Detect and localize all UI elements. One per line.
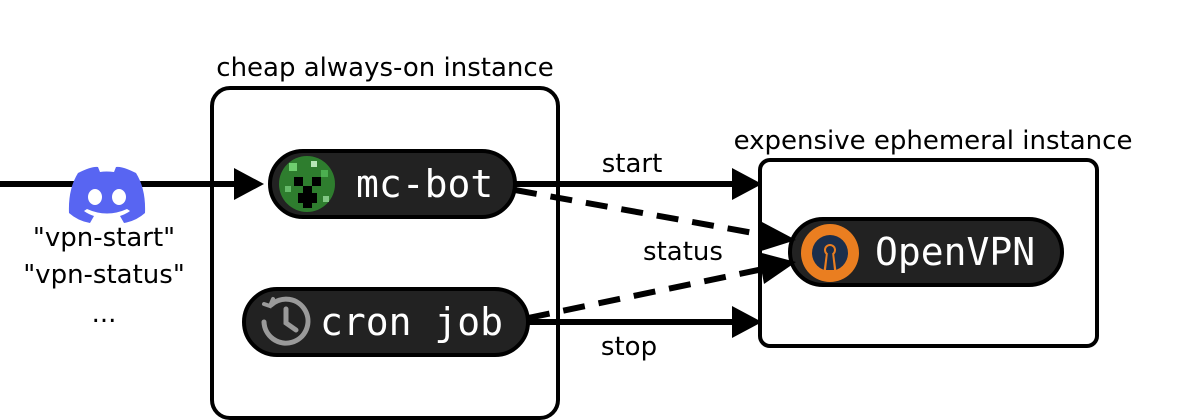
openvpn-label: OpenVPN (875, 230, 1035, 274)
stop-arrow (528, 306, 762, 338)
cheap-instance-box (210, 86, 560, 420)
status-arrow-from-cron-job (527, 252, 796, 321)
creeper-icon (279, 156, 335, 212)
stop-label: stop (601, 332, 657, 362)
expensive-instance-title: expensive ephemeral instance (734, 126, 1133, 156)
start-arrow (515, 168, 762, 200)
status-label: status (643, 237, 723, 267)
clock-history-icon (261, 296, 311, 346)
start-label: start (602, 149, 663, 179)
mc-bot-label: mc-bot (356, 162, 493, 206)
cron-job-node: cron job (242, 287, 530, 357)
mc-bot-node: mc-bot (268, 149, 517, 219)
status-arrow-from-mc-bot (514, 187, 796, 252)
command-ellipsis: ... (92, 299, 117, 329)
cron-job-label: cron job (320, 300, 503, 344)
cheap-instance-title: cheap always-on instance (216, 53, 553, 83)
command-vpn-start: "vpn-start" (33, 223, 175, 253)
discord-logo-icon (68, 166, 146, 223)
openvpn-node: OpenVPN (788, 217, 1064, 287)
openvpn-logo-icon (801, 224, 859, 282)
command-vpn-status: "vpn-status" (23, 260, 185, 290)
